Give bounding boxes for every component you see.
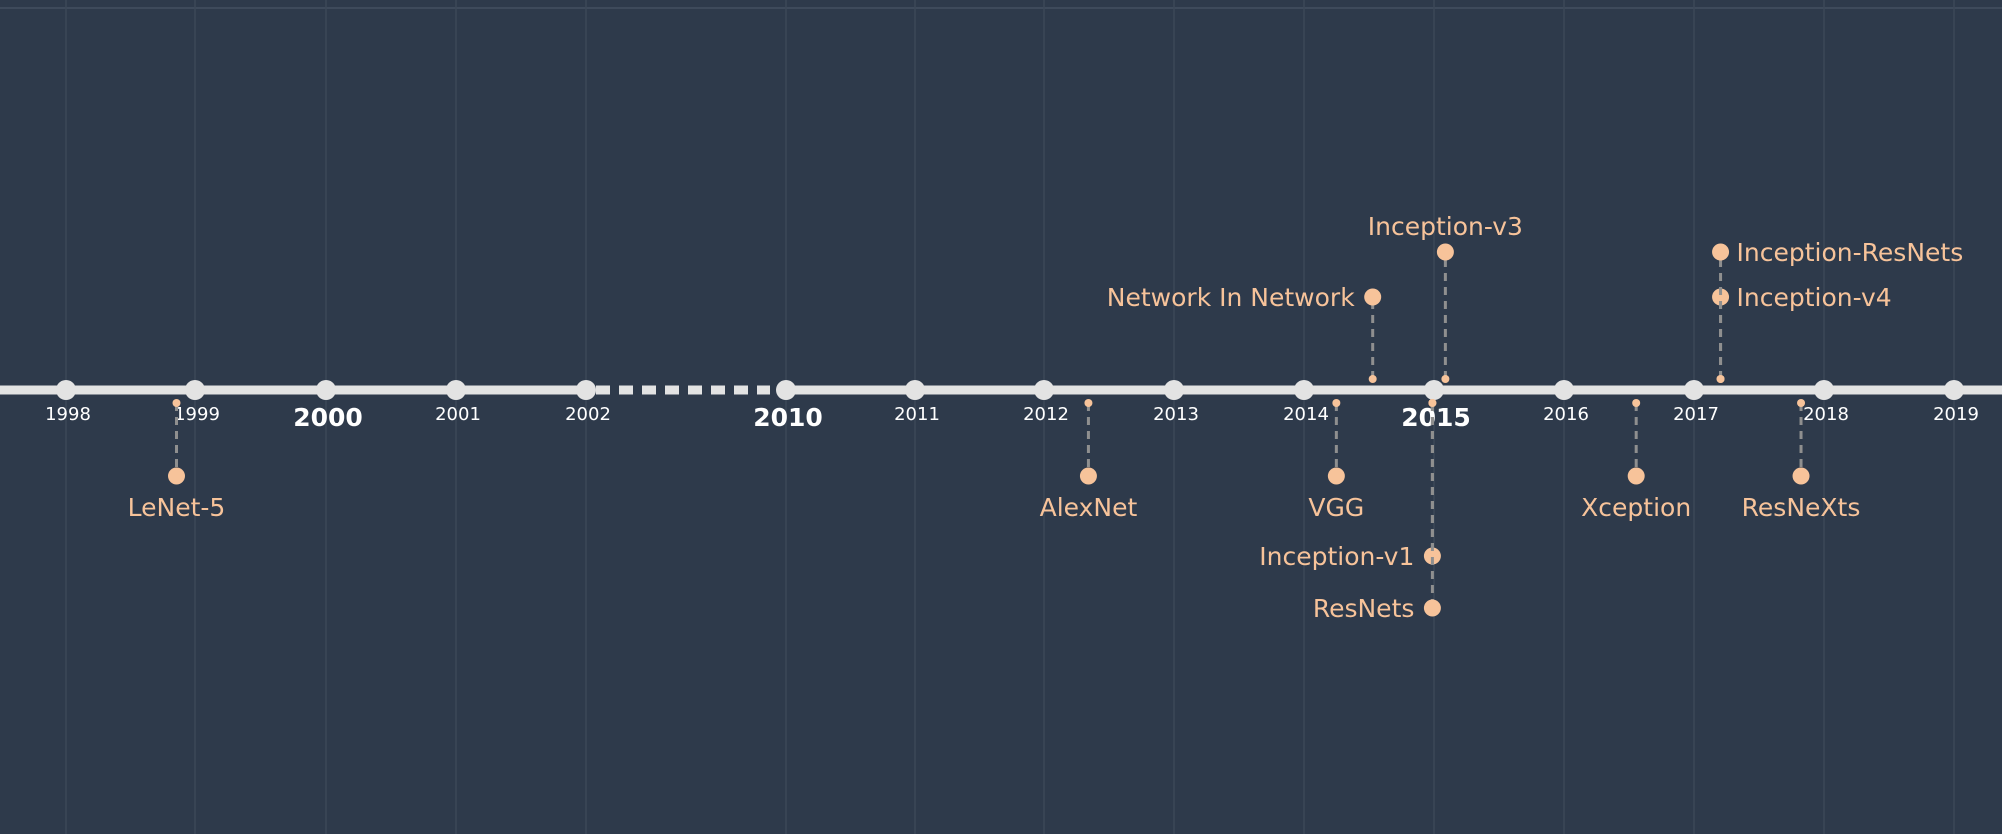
year-dot-2016 [1554, 380, 1574, 400]
event-anchor-dot-vgg [1332, 399, 1341, 407]
year-dot-2002 [576, 380, 596, 400]
year-dot-2011 [905, 380, 925, 400]
event-label-xception: Xception [1581, 493, 1691, 522]
event-anchor-dot-resnets [1428, 399, 1437, 407]
year-dot-2014 [1294, 380, 1314, 400]
year-dot-2012 [1034, 380, 1054, 400]
year-label-2017: 2017 [1673, 404, 1719, 425]
year-label-2015: 2015 [1401, 403, 1471, 432]
year-label-2011: 2011 [894, 404, 940, 425]
event-dot-inception-v4 [1712, 288, 1730, 306]
event-dot-inception-v3 [1436, 243, 1454, 261]
year-label-1998: 1998 [45, 404, 91, 425]
year-dot-2017 [1684, 380, 1704, 400]
event-label-inception-resnets: Inception-ResNets [1737, 238, 1964, 267]
event-anchor-dot-resnexts [1797, 399, 1806, 407]
event-dot-inception-v1 [1423, 547, 1441, 565]
year-label-2012: 2012 [1023, 404, 1069, 425]
event-label-inception-v4: Inception-v4 [1737, 283, 1892, 312]
event-dot-lenet-5 [168, 467, 185, 485]
year-dot-1998 [56, 380, 76, 400]
event-dot-network-in-network [1364, 288, 1382, 306]
event-dot-resnets [1423, 599, 1441, 617]
year-label-2019: 2019 [1933, 404, 1979, 425]
year-label-2016: 2016 [1543, 404, 1589, 425]
event-dot-inception-resnets [1712, 243, 1730, 261]
year-dot-2019 [1944, 380, 1964, 400]
year-dot-2018 [1814, 380, 1834, 400]
year-label-2002: 2002 [565, 404, 611, 425]
event-label-inception-v1: Inception-v1 [1259, 542, 1414, 571]
event-label-vgg: VGG [1308, 493, 1364, 522]
year-label-1999: 1999 [174, 404, 220, 425]
event-anchor-dot-lenet-5 [172, 399, 181, 407]
event-label-resnets: ResNets [1313, 594, 1415, 623]
year-label-2014: 2014 [1283, 404, 1329, 425]
year-label-2010: 2010 [753, 403, 823, 432]
event-dot-resnexts [1792, 467, 1810, 485]
year-label-2000: 2000 [293, 403, 363, 432]
year-dot-1999 [185, 380, 205, 400]
event-dot-xception [1627, 467, 1645, 485]
event-label-alexnet: AlexNet [1040, 493, 1138, 522]
year-label-2013: 2013 [1153, 404, 1199, 425]
event-label-network-in-network: Network In Network [1107, 283, 1355, 312]
event-anchor-dot-alexnet [1084, 399, 1093, 407]
year-dot-2013 [1164, 380, 1184, 400]
event-dot-alexnet [1079, 467, 1097, 485]
event-anchor-dot-xception [1632, 399, 1641, 407]
event-label-resnexts: ResNeXts [1742, 493, 1861, 522]
event-anchor-dot-inception-resnets [1716, 375, 1725, 383]
year-dot-2015 [1424, 380, 1444, 400]
year-label-2001: 2001 [435, 404, 481, 425]
event-dot-vgg [1327, 467, 1345, 485]
event-label-lenet-5: LeNet-5 [128, 493, 226, 522]
event-label-inception-v3: Inception-v3 [1368, 212, 1523, 241]
year-dot-2000 [316, 380, 336, 400]
year-dot-2001 [446, 380, 466, 400]
event-anchor-dot-network-in-network [1368, 375, 1377, 383]
year-dot-2010 [776, 380, 796, 400]
event-anchor-dot-inception-v3 [1441, 375, 1450, 383]
year-label-2018: 2018 [1803, 404, 1849, 425]
